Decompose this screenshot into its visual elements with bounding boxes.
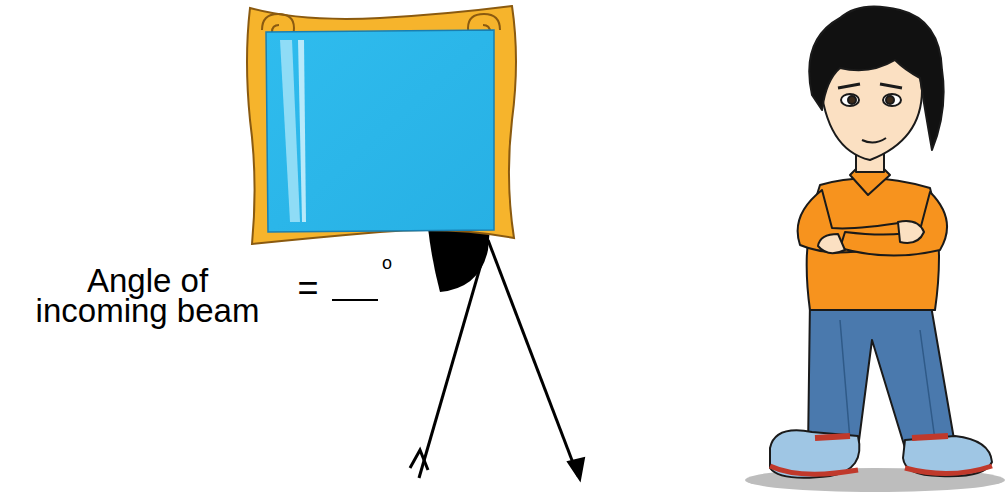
question-label: Angle of incoming beam [30,266,265,326]
equals-sign: = [292,270,324,306]
mirror-glass [266,30,494,232]
beam-arrowhead [410,450,428,470]
answer-blank [332,299,378,301]
degree-sign: o [378,254,396,272]
boy-illustration [745,6,1005,492]
mirror-frame [247,6,516,244]
beam-arrowhead [568,458,584,480]
glass-highlight [298,40,306,222]
incoming-beam [419,240,488,478]
reflected-beam [488,240,578,476]
glass-highlight [280,40,300,222]
